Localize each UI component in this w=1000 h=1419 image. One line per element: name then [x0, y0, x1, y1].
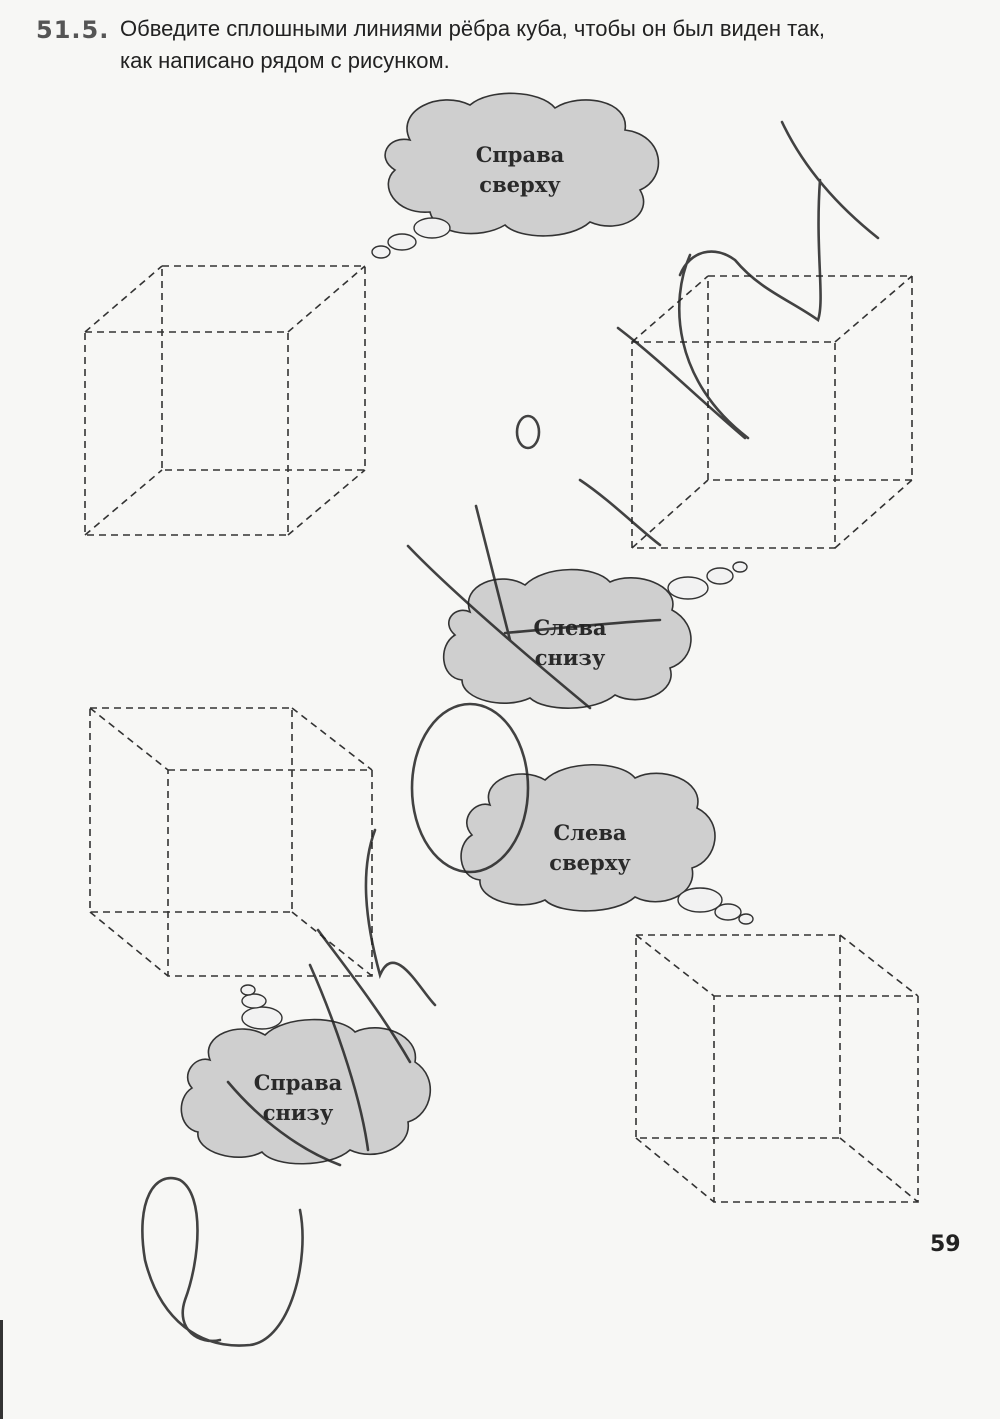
cube-1	[84, 265, 366, 536]
cube-3	[89, 707, 373, 977]
task-text-line-2: как написано рядом с рисунком.	[120, 48, 450, 73]
scribble-bottom-loop	[141, 1176, 304, 1347]
handwritten-scribbles	[141, 120, 880, 1347]
cloud-2-dot-1	[667, 576, 709, 600]
thought-cloud-4: Справа снизу	[180, 984, 432, 1165]
exercise-number: 51.5.	[36, 16, 110, 44]
cube-4	[635, 934, 919, 1203]
cube-1-edges	[84, 265, 366, 536]
page-edge-line	[0, 1320, 3, 1419]
task-text-line-1: Обведите сплошными линиями рёбра куба, ч…	[120, 16, 825, 41]
cloud-3-label-line-1: Слева	[553, 820, 626, 845]
cloud-4-dot-3	[240, 984, 256, 996]
thought-cloud-2: Слева снизу	[442, 561, 748, 709]
scribble-middle	[226, 828, 437, 1167]
cloud-1-label-line-1: Справа	[476, 142, 565, 167]
cloud-3-shape	[460, 763, 716, 912]
page-number: 59	[930, 1232, 961, 1257]
cloud-2-shape	[442, 568, 692, 709]
cloud-2-label-line-2: снизу	[535, 645, 606, 670]
cloud-4-dot-2	[241, 993, 267, 1009]
thought-cloud-3: Слева сверху	[460, 763, 754, 925]
cloud-3-dot-2	[714, 903, 742, 921]
cloud-1-dot-3	[371, 245, 391, 259]
cloud-1-dot-1	[413, 217, 451, 239]
thought-cloud-1: Справа сверху	[371, 92, 660, 259]
cloud-4-dot-1	[241, 1006, 283, 1030]
scribble-top-right	[578, 120, 880, 547]
scribble-cross	[406, 504, 662, 710]
cloud-2-dot-3	[732, 561, 748, 573]
cloud-4-label-line-1: Справа	[254, 1070, 343, 1095]
cloud-3-label-line-2: сверху	[549, 850, 631, 875]
cube-4-edges	[635, 934, 919, 1203]
cloud-4-shape	[180, 1018, 432, 1165]
cloud-1-label-line-2: сверху	[479, 172, 561, 197]
scribble-small-o	[515, 414, 541, 450]
scribble-big-loop	[410, 702, 530, 874]
cube-2-edges	[631, 275, 913, 549]
cube-3-edges	[89, 707, 373, 977]
cloud-1-dot-2	[387, 233, 417, 251]
cloud-2-dot-2	[706, 567, 734, 585]
cloud-3-dot-3	[738, 913, 754, 925]
cube-2	[631, 275, 913, 549]
cloud-4-label-line-2: снизу	[263, 1100, 334, 1125]
cloud-3-dot-1	[677, 887, 723, 913]
cloud-1-shape	[384, 92, 660, 237]
